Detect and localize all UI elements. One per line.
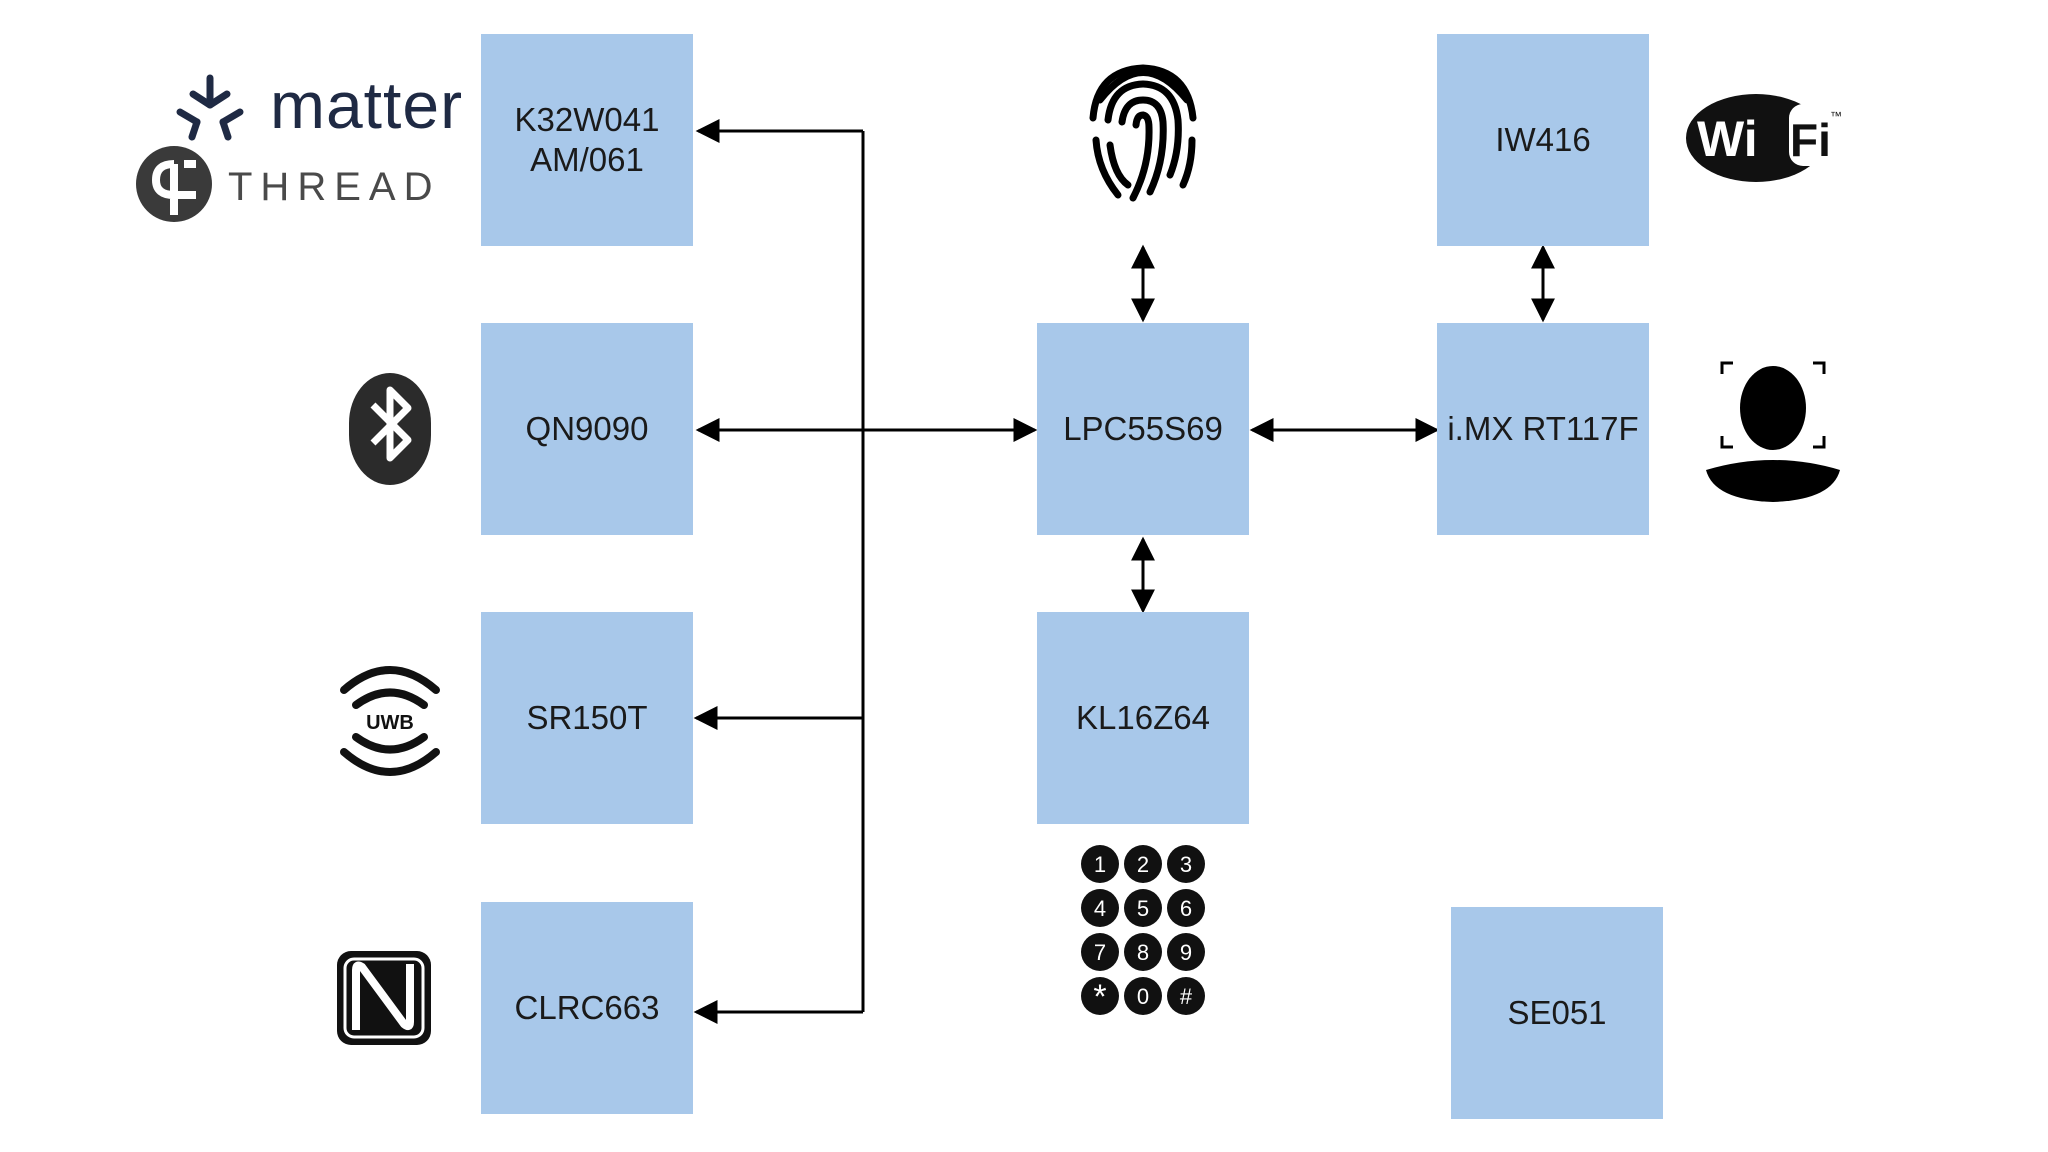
block-sr150t-label: SR150T [526,699,648,736]
block-se051-label: SE051 [1507,994,1607,1031]
keypad-key-label: 6 [1180,896,1192,921]
keypad-key-label: 9 [1180,940,1192,965]
block-kl16z64: KL16Z64 [1037,612,1249,824]
block-clrc663: CLRC663 [481,902,693,1114]
block-imxrt117f-label: i.MX RT117F [1447,410,1639,447]
block-qn9090-label: QN9090 [525,410,649,447]
keypad-key-label: 2 [1137,852,1149,877]
keypad-key-label: 4 [1094,896,1106,921]
keypad-key: 2 [1124,845,1162,883]
keypad-key: * [1081,977,1119,1016]
keypad-key: # [1167,977,1205,1015]
keypad-key-label: * [1093,978,1106,1016]
block-se051: SE051 [1451,907,1663,1119]
keypad-key: 0 [1124,977,1162,1015]
keypad-key: 4 [1081,889,1119,927]
block-imxrt117f: i.MX RT117F [1437,323,1649,535]
keypad-key: 1 [1081,845,1119,883]
block-iw416-label: IW416 [1495,121,1591,158]
keypad-key-label: # [1180,984,1193,1009]
keypad-key-label: 8 [1137,940,1149,965]
keypad-key-label: 1 [1094,852,1106,877]
block-k32w041-line1: K32W041 [514,101,660,138]
keypad-key-label: 0 [1137,984,1149,1009]
keypad-key: 5 [1124,889,1162,927]
keypad-key: 3 [1167,845,1205,883]
keypad-key: 6 [1167,889,1205,927]
block-k32w041-line2: AM/061 [530,141,644,178]
block-iw416: IW416 [1437,34,1649,246]
block-sr150t: SR150T [481,612,693,824]
keypad-key-label: 5 [1137,896,1149,921]
keypad-key: 9 [1167,933,1205,971]
block-kl16z64-label: KL16Z64 [1076,699,1210,736]
block-lpc55s69: LPC55S69 [1037,323,1249,535]
keypad-key-label: 3 [1180,852,1192,877]
keypad-key-label: 7 [1094,940,1106,965]
keypad-key: 8 [1124,933,1162,971]
block-qn9090: QN9090 [481,323,693,535]
block-k32w041: K32W041 AM/061 [481,34,693,246]
block-lpc55s69-label: LPC55S69 [1063,410,1223,447]
block-clrc663-label: CLRC663 [514,989,660,1026]
keypad-key: 7 [1081,933,1119,971]
